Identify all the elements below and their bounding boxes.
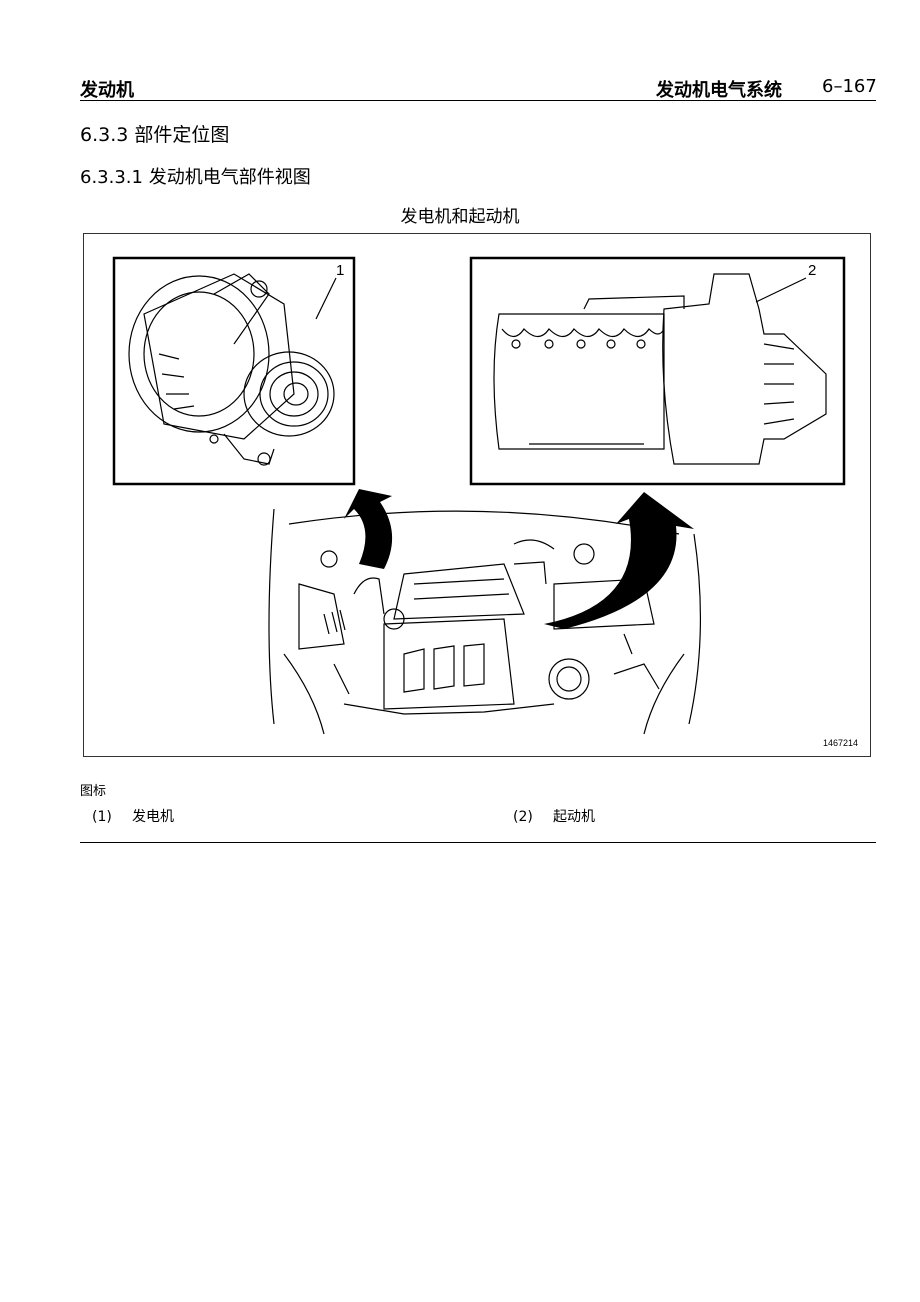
legend-number: (1)	[92, 809, 112, 825]
callout-1: 1	[336, 262, 344, 279]
alternator-inset-frame	[112, 256, 356, 486]
legend-title: 图标	[80, 784, 107, 799]
page-number: 6–167	[822, 76, 877, 97]
starter-drawing	[493, 273, 827, 465]
figure-title: 发电机和起动机	[400, 207, 520, 227]
arrow-to-starter	[544, 492, 694, 629]
starter-inset-frame	[469, 256, 846, 486]
figure-frame: 1 2 1467214	[83, 233, 871, 757]
legend-item: (1) 发电机	[92, 806, 174, 826]
legend-label: 起动机	[553, 809, 595, 825]
legend-label: 发电机	[132, 809, 174, 825]
header-divider	[80, 100, 876, 101]
figure-id: 1467214	[822, 738, 858, 748]
header-right-title: 发动机电气系统	[656, 80, 782, 101]
section-heading: 6.3.3 部件定位图	[80, 124, 230, 146]
bottom-divider	[80, 842, 876, 843]
engine-bay-drawing	[268, 508, 702, 735]
legend-item: (2) 起动机	[513, 806, 595, 826]
arrow-to-alternator	[344, 489, 393, 569]
callout-2: 2	[808, 262, 816, 279]
engine-bay-illustration: 1 2	[112, 256, 846, 735]
alternator-drawing	[128, 273, 335, 466]
subsection-heading: 6.3.3.1 发动机电气部件视图	[80, 167, 311, 188]
header-left-title: 发动机	[80, 80, 134, 101]
legend-number: (2)	[513, 809, 533, 825]
